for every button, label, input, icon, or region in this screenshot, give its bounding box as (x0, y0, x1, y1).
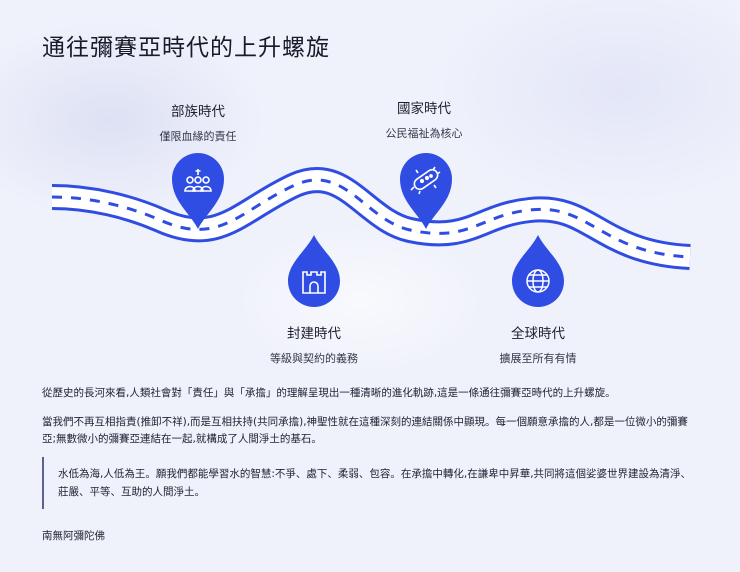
bacteria-icon (410, 166, 441, 195)
people-icon (184, 169, 212, 192)
marker-tribal[interactable] (172, 153, 224, 229)
stage-desc: 等級與契約的義務 (270, 352, 358, 365)
signature: 南無阿彌陀佛 (42, 530, 105, 542)
stage-name: 國家時代 (397, 101, 451, 117)
castle-icon (302, 271, 326, 294)
stage-label-tribal: 部族時代 僅限血緣的責任 (108, 100, 288, 144)
marker-nation[interactable] (400, 153, 452, 229)
stage-desc: 擴展至所有有情 (499, 352, 577, 365)
stage-name: 封建時代 (287, 326, 341, 342)
stage-desc: 公民福祉為核心 (385, 127, 463, 140)
marker-global[interactable] (512, 235, 564, 307)
globe-icon (526, 269, 550, 293)
road-inner (51, 170, 691, 267)
stage-desc: 僅限血緣的責任 (159, 130, 237, 143)
intro-paragraph: 從歷史的長河來看,人類社會對「責任」與「承擔」的理解呈現出一種清晰的進化軌跡,這… (42, 387, 616, 399)
body-paragraph: 當我們不再互相指責(推卸不祥),而是互相扶持(共同承擔),神聖性就在這種深刻的連… (42, 416, 688, 445)
road-svg (51, 167, 691, 270)
stage-label-feudal: 封建時代 等級與契約的義務 (224, 322, 404, 366)
marker-feudal[interactable] (288, 235, 340, 307)
stage-name: 部族時代 (171, 104, 225, 120)
stage-name: 全球時代 (511, 326, 565, 342)
page-title: 通往彌賽亞時代的上升螺旋 (42, 35, 330, 61)
stage-label-nation: 國家時代 公民福祉為核心 (334, 97, 514, 141)
stage-label-global: 全球時代 擴展至所有有情 (448, 322, 628, 366)
spiral-diagram (0, 85, 740, 375)
quote-block: 水低為海,人低為王。願我們都能學習水的智慧:不爭、處下、柔弱、包容。在承擔中轉化… (42, 457, 698, 509)
